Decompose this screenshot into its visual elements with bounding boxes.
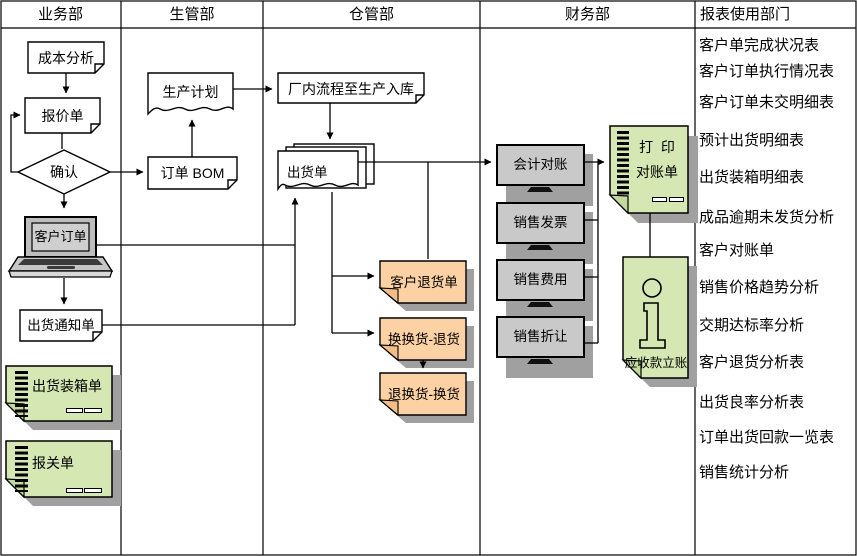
label-customs-declaration: 报关单 [32,455,74,471]
connectors [10,73,651,369]
label-cost-analysis: 成本分析 [38,50,94,66]
node-exchange-return [378,317,467,362]
label-production-plan: 生产计划 [162,84,219,100]
binding-decoration [617,131,629,195]
info-icon [639,278,666,349]
lane-header-reports: 报表使用部门 [700,6,791,23]
report-item: 销售价格趋势分析 [699,279,820,296]
report-item: 客户单完成状况表 [699,37,820,54]
node-production-plan [147,72,234,116]
node-customer-return [378,260,467,305]
label-ship-notice: 出货通知单 [27,318,95,333]
report-item: 交期达标率分析 [699,317,805,334]
label-quotation: 报价单 [41,108,84,124]
doc-lines [84,488,102,493]
report-item: 客户订单未交明细表 [699,94,835,111]
node-cost-analysis [27,41,105,74]
label-packing-list: 出货装箱单 [32,378,102,394]
label-exchange-return: 换换货-退货 [388,332,460,347]
node-accounting-recon [496,144,585,192]
node-return-exchange [378,372,467,417]
doc-lines [66,408,83,413]
node-sales-expense [496,259,585,307]
label-order-bom: 订单 BOM [160,165,225,181]
node-order-bom [147,156,238,190]
conn-confirm-loop-quote [10,111,21,173]
lane-header-warehouse: 仓管部 [348,6,394,23]
node-sales-invoice [496,202,585,250]
label-customer-return: 客户退货单 [390,275,458,290]
lane-header-business: 业务部 [37,6,83,23]
report-item: 出货良率分析表 [699,394,805,411]
doc-lines [669,197,684,202]
binding-decoration [15,446,28,492]
label-print-statement-line1: 打 印 [639,139,675,155]
node-quotation [24,97,101,134]
label-customer-order: 客户订单 [34,229,87,244]
report-item: 客户对账单 [699,242,775,259]
report-item: 订单出货回款一览表 [699,429,835,446]
doc-lines [66,488,83,493]
doc-lines [84,408,102,413]
label-return-exchange: 退换货-换货 [388,387,460,402]
label-shipping-doc: 出货单 [287,165,328,180]
report-item: 预计出货明细表 [699,132,805,149]
drop-shadows [15,136,698,506]
node-print-statement [608,125,689,215]
doc-lines [652,197,667,202]
report-item: 客户退货分析表 [699,354,805,371]
report-item: 成品逾期未发货分析 [699,209,835,226]
lane-header-finance: 财务部 [564,6,610,23]
node-receivable-posting [621,256,689,380]
binding-decoration [15,371,28,417]
report-item: 客户订单执行情况表 [699,63,835,80]
label-accounting-recon: 会计对账 [513,157,568,172]
node-shipping-doc-stack [277,143,375,192]
label-print-statement-line2: 对账单 [636,164,678,180]
lane-header-production: 生管部 [169,6,215,23]
label-confirm: 确认 [50,164,78,180]
label-receivable-posting: 应收款立账 [624,356,688,370]
node-factory-flow [277,72,425,104]
node-customer-order-laptop [7,216,114,278]
report-item: 出货装箱明细表 [699,169,805,186]
report-item: 销售统计分析 [699,464,790,481]
label-sales-discount: 销售折让 [513,329,568,344]
label-sales-invoice: 销售发票 [513,215,568,230]
node-sales-discount [496,316,585,364]
label-sales-expense: 销售费用 [513,272,568,287]
label-factory-flow: 厂内流程至生产入库 [288,81,414,97]
node-ship-notice [19,309,103,342]
